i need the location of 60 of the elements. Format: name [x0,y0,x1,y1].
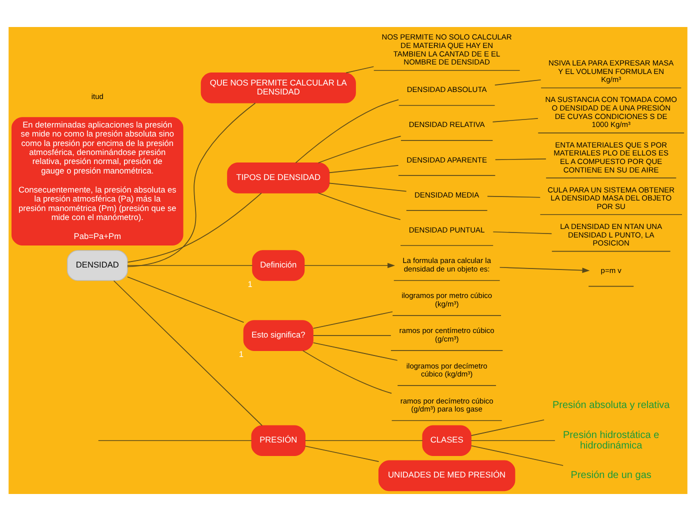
connector [470,440,556,441]
node-box: QUE NOS PERMITE CALCULAR LA DENSIDAD [200,72,356,103]
node-text: ENTA MATERIALES QUE S POR MATERIALES PLO DE ELLOS ES EL A COMPUESTO POR QUE CONTIENE EN SU DE AIRE [554,140,669,174]
node-text: DENSIDAD ABSOLUTA [406,84,487,94]
node-text: Presión hidrostática e hidrodinámica [563,429,660,452]
connector [492,230,552,234]
node-text: Presión de un gas [570,470,652,481]
node-box: Definición [252,250,305,280]
arrow [499,266,590,272]
connector [494,158,546,160]
connector [492,118,538,122]
connector [295,98,399,163]
connector [304,445,380,462]
connector [470,418,544,436]
connector [304,440,423,441]
connector [98,440,252,441]
node-box: TIPOS DE DENSIDAD [227,162,330,193]
node-text: ramos por decímetro cúbico (g/dm³) para los gase [400,396,494,414]
node-text: La formula para calcular la densidad de un objeto es: [402,256,492,274]
node-text: NOS PERMITE NO SOLO CALCULAR DE MATERIA QUE HAY EN TAMBIEN LA CANTAD DE E EL NOMBRE DE DENSIDAD [382,32,512,66]
connector [127,102,256,267]
connector [328,164,399,173]
node-text: ilogramos por metro cúbico (kg/m³) [402,290,492,308]
node-text: p=m v [600,266,622,275]
connector [127,192,262,262]
connector [318,135,402,163]
node-box: En determinadas aplicaciones la presión se mide no como la presión absoluta sino como la presión por encima de la presión atmosférica, denominándose presión relativa, presión normal, presión de gauge o presión manométrica. Consecuentemente, la presión absoluta es la presión atmosférica (Pa) más la presión manométrica (Pm) (presión que se mide con el manómetro). Pab=Pa+Pm [12,116,184,245]
connector [312,342,398,360]
connector [494,78,542,85]
node-box: DENSIDAD [66,250,128,280]
node-text: DENSIDAD RELATIVA [408,120,485,129]
node-text: ilogramos por decímetro cúbico (kg/dm³) [406,360,488,378]
connector [487,195,541,198]
node-text: LA DENSIDAD EN NTAN UNA DENSIDAD L PUNTO, LA POSICION [560,221,662,248]
connector [346,66,374,73]
connector [127,276,244,322]
connector [470,444,564,466]
node-box: UNIDADES DE MED PRESIÓN [378,460,516,491]
connector [127,264,253,266]
connector [312,334,392,336]
node-label: 1 [238,348,244,359]
connector [318,192,401,220]
label: itud [91,91,104,100]
node-label: 1 [248,278,252,289]
node-box: Esto significa? [243,320,314,350]
node-text: CULA PARA UN SISTEMA OBTENER LA DENSIDAD MASA DEL OBJETO POR SU [548,184,675,210]
node-text: DENSIDAD MEDIA [414,190,480,199]
connector [113,280,263,426]
node-text: Presión absoluta y relativa [552,400,670,411]
arrow [304,262,396,268]
node-box: PRESIÓN [251,424,306,456]
connector [328,182,407,192]
node-text: NSIVA LEA PARA EXPRESAR MASA Y EL VOLUMEN FORMULA EN Kg/m³ [548,58,674,84]
connector [302,350,392,394]
connector [312,310,393,328]
node-text: DENSIDAD APARENTE [406,154,487,164]
node-text: DENSIDAD PUNTUAL [408,224,485,234]
node-text: ramos por centímetro cúbico (g/cm³) [399,326,494,344]
node-text: NA SUSTANCIA CON TOMADA COMO O DENSIDAD DE A UNA PRESIÓN DE CUYAS CONDICIONES S DE 1000 Kg/m³ [545,94,677,129]
node-box: CLASES [422,424,472,456]
